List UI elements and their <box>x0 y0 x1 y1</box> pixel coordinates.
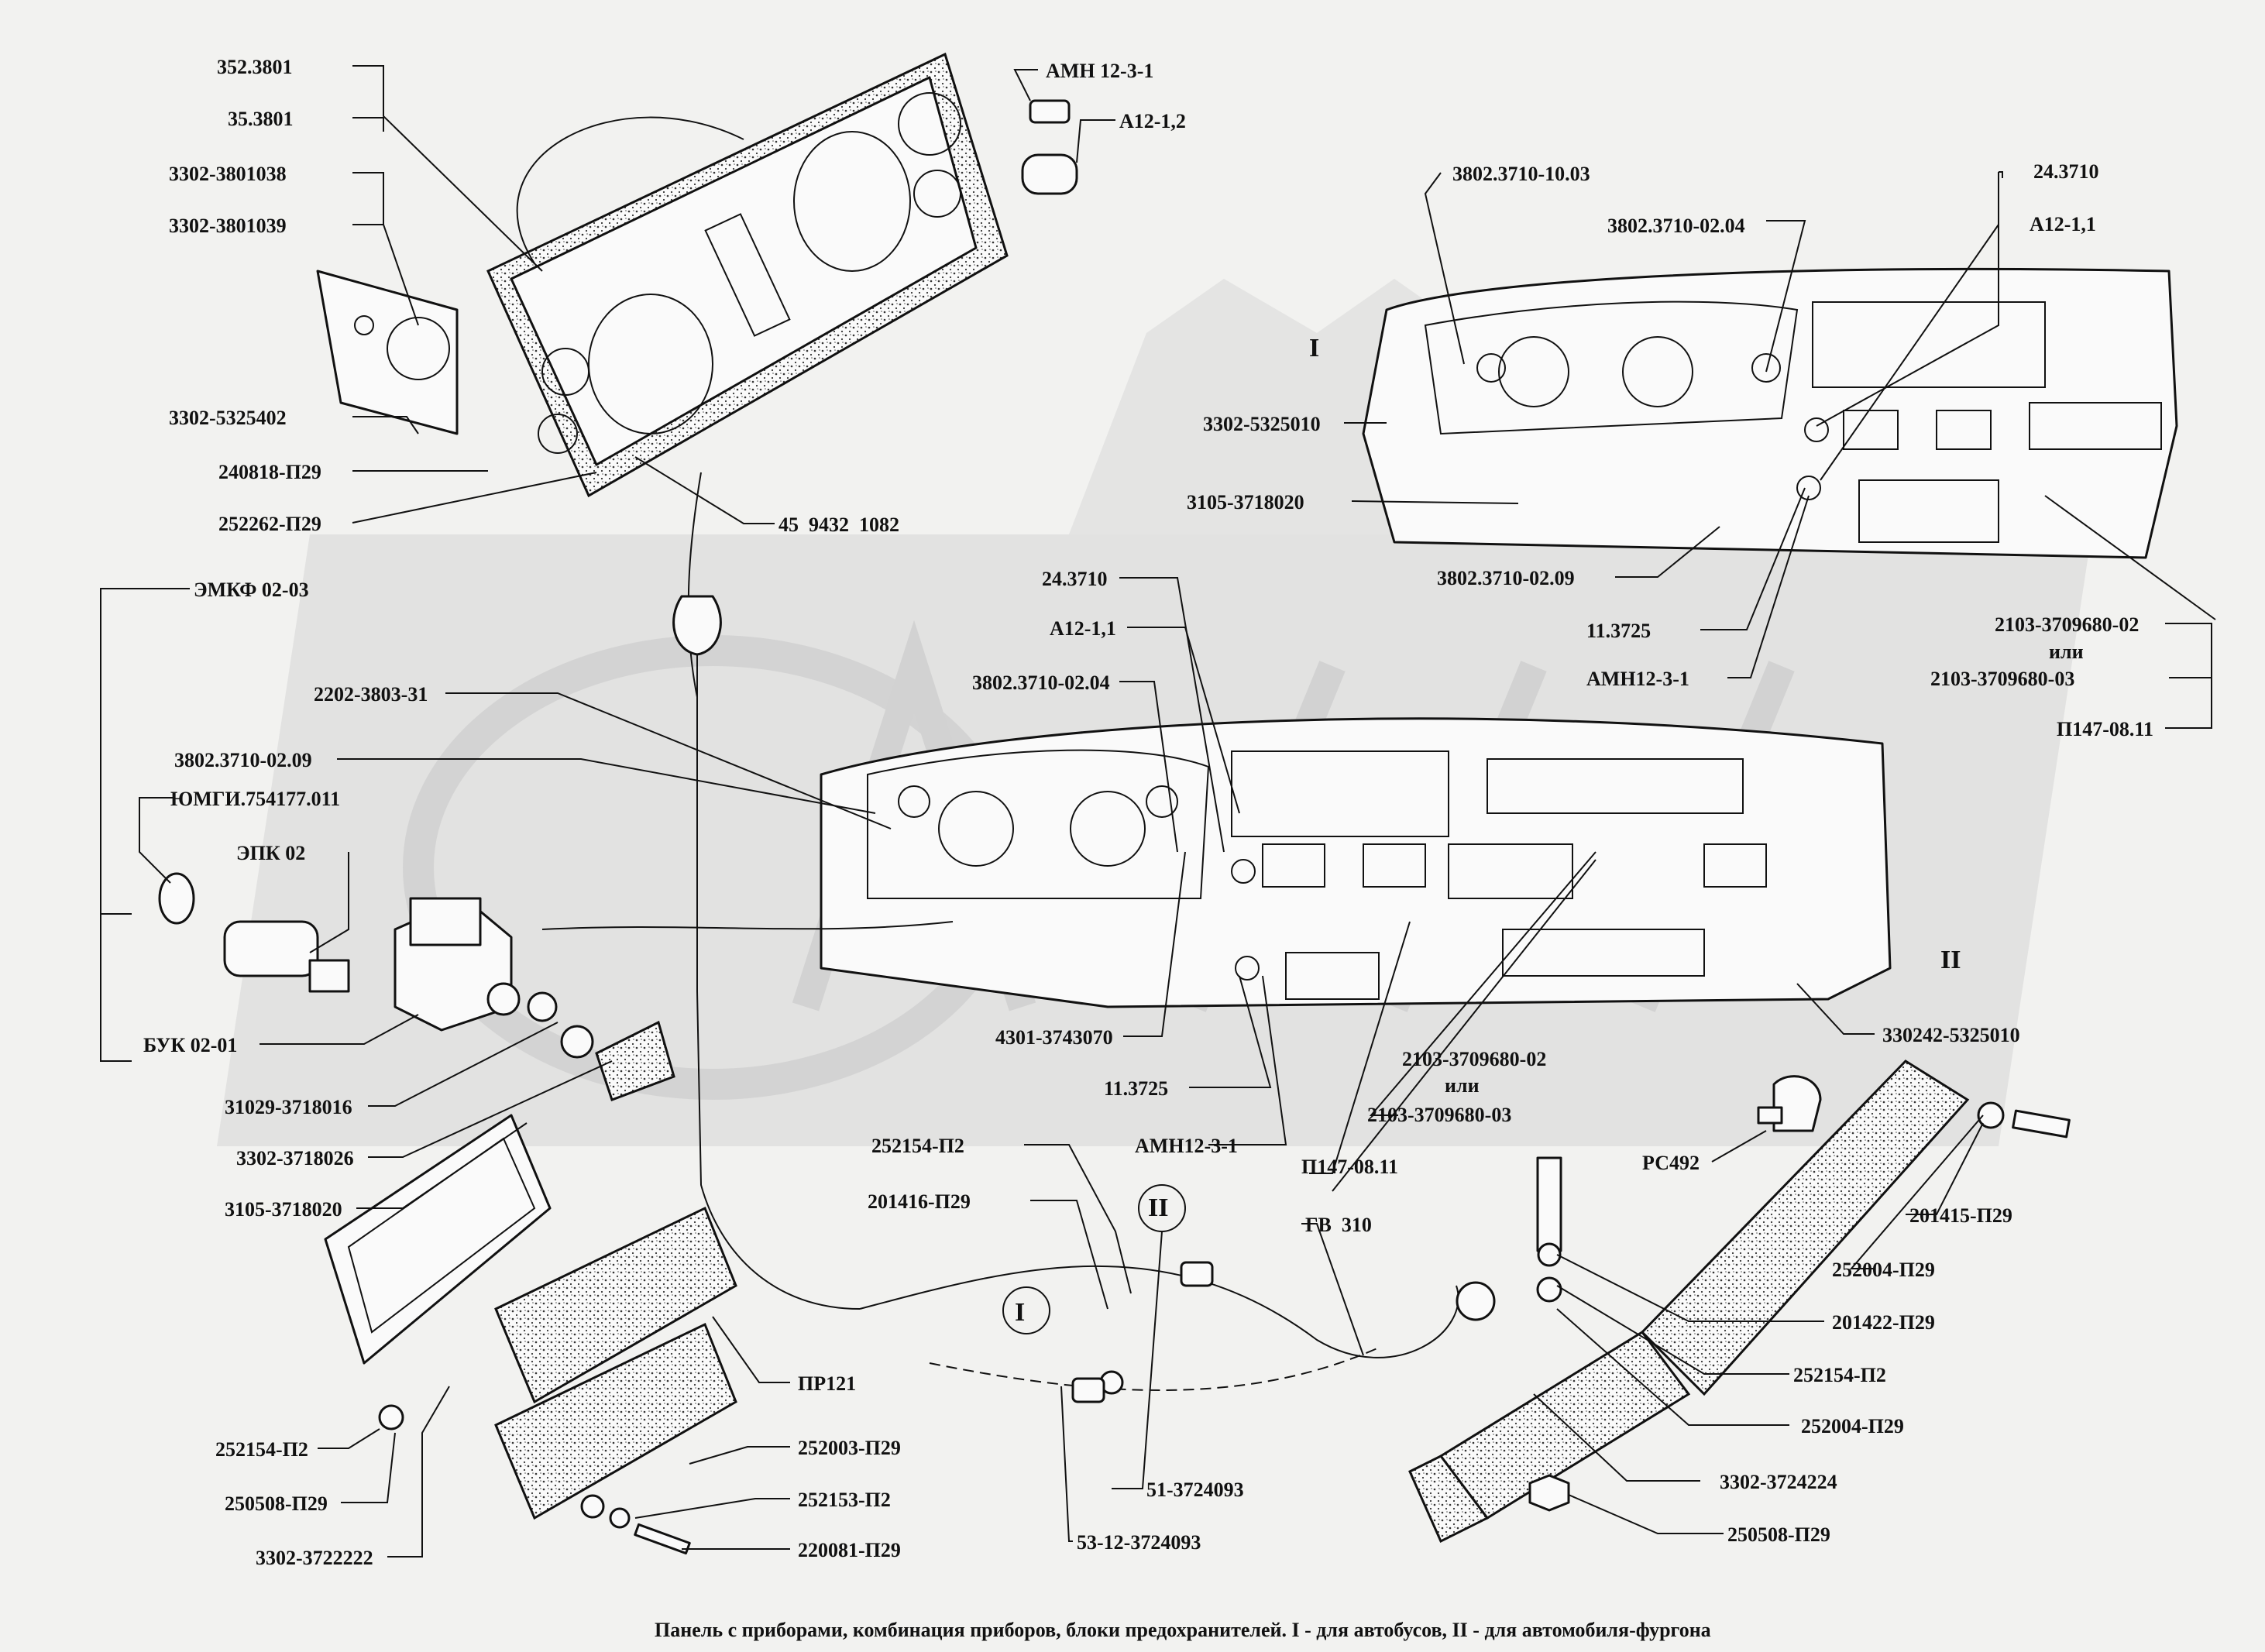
label-252154-p2-mid: 252154-П2 <box>871 1135 964 1157</box>
label-3302-3801038: 3302-3801038 <box>169 163 287 185</box>
label-epk-02: ЭПК 02 <box>236 842 305 864</box>
label-35-3801: 35.3801 <box>228 108 294 130</box>
label-p147-top: П147-08.11 <box>2057 718 2153 740</box>
label-4301-3743070: 4301-3743070 <box>995 1026 1113 1049</box>
label-3302-3724224: 3302-3724224 <box>1720 1471 1837 1493</box>
label-amh-12-3-1-top: АМН 12-3-1 <box>1046 60 1153 82</box>
fuse-blocks-pr121 <box>378 1206 737 1555</box>
label-45-9432-1082: 45 9432 1082 <box>778 513 899 536</box>
label-3105-3718020-left: 3105-3718020 <box>225 1198 342 1221</box>
label-3802-3710-02-09-top: 3802.3710-02.09 <box>1437 567 1575 589</box>
sensor-rc492 <box>1757 1075 1822 1132</box>
dashboard-bus-I: I <box>1309 267 2178 559</box>
label-a12-1-1-mid: А12-1,1 <box>1050 617 1116 640</box>
label-ili-mid: или <box>1445 1074 1480 1097</box>
label-31029-3718016: 31029-3718016 <box>225 1096 352 1118</box>
label-330242-5325010: 330242-5325010 <box>1882 1024 2020 1046</box>
label-11-3725-top: 11.3725 <box>1586 620 1651 642</box>
label-250508-p29-left: 250508-П29 <box>225 1492 328 1515</box>
label-yumgi: ЮМГИ.754177.011 <box>170 788 340 810</box>
label-buk-02-01: БУК 02-01 <box>143 1034 237 1056</box>
label-2103-02-mid: 2103-3709680-02 <box>1402 1048 1546 1070</box>
pedal-bracket <box>1408 1060 2071 1544</box>
label-201416-p29: 201416-П29 <box>868 1190 971 1213</box>
label-gv-310: ГВ 310 <box>1305 1214 1372 1236</box>
label-220081-p29: 220081-П29 <box>798 1539 901 1561</box>
label-352-3801: 352.3801 <box>217 56 293 78</box>
label-24-3710-mid: 24.3710 <box>1042 568 1108 590</box>
label-p147-mid: П147-08.11 <box>1301 1156 1398 1178</box>
label-51-3724093: 51-3724093 <box>1146 1479 1244 1501</box>
speedometer-cable: II I <box>541 921 1496 1403</box>
label-252262-p29: 252262-П29 <box>218 513 321 535</box>
leader-lines <box>100 65 2216 1558</box>
cable-variant-II: II <box>1148 1193 1168 1222</box>
label-2202-3803-31: 2202-3803-31 <box>314 683 428 706</box>
label-2103-03-top: 2103-3709680-03 <box>1930 668 2074 690</box>
label-3302-5325402: 3302-5325402 <box>169 407 287 429</box>
label-a12-1-1-top: А12-1,1 <box>2030 213 2096 235</box>
label-pr121: ПР121 <box>798 1372 856 1395</box>
label-240818-p29: 240818-П29 <box>218 461 321 483</box>
label-amh12-3-1-top: АМН12-3-1 <box>1586 668 1689 690</box>
label-3302-3801039: 3302-3801039 <box>169 215 287 237</box>
control-unit-buk <box>394 897 675 1101</box>
label-252154-p2-left: 252154-П2 <box>215 1438 308 1461</box>
label-rc492: РС492 <box>1642 1152 1700 1174</box>
label-11-3725-mid: 11.3725 <box>1104 1077 1168 1100</box>
label-3302-5325010: 3302-5325010 <box>1203 413 1321 435</box>
label-amh12-3-1-mid: АМН12-3-1 <box>1135 1135 1238 1157</box>
label-252153-p2: 252153-П2 <box>798 1489 891 1511</box>
label-emkf-02-03: ЭМКФ 02-03 <box>194 579 309 601</box>
label-3802-3710-10-03: 3802.3710-10.03 <box>1452 163 1590 185</box>
variant-I-label: I <box>1309 334 1319 362</box>
label-201415-p29: 201415-П29 <box>1909 1204 2012 1227</box>
label-24-3710-top: 24.3710 <box>2033 160 2099 183</box>
label-252154-p2-right: 252154-П2 <box>1793 1364 1886 1386</box>
label-3302-3722222: 3302-3722222 <box>256 1547 373 1569</box>
dashboard-van-II: II <box>820 717 1961 1008</box>
label-252003-p29: 252003-П29 <box>798 1437 901 1459</box>
label-3302-3718026: 3302-3718026 <box>236 1147 354 1169</box>
cable-variant-I: I <box>1015 1298 1025 1327</box>
label-a12-1-2: А12-1,2 <box>1119 110 1186 132</box>
variant-II-label: II <box>1940 946 1961 974</box>
sensor-epk <box>158 872 350 993</box>
part-labels: 352.3801 35.3801 3302-3801038 3302-38010… <box>143 56 2153 1641</box>
label-250508-p29-right: 250508-П29 <box>1727 1523 1830 1546</box>
label-201422-p29: 201422-П29 <box>1832 1311 1935 1334</box>
label-ili-top: или <box>2049 641 2084 663</box>
diagram-caption: Панель с приборами, комбинация приборов,… <box>655 1619 1711 1641</box>
label-2103-03-mid: 2103-3709680-03 <box>1367 1104 1511 1126</box>
instrument-cluster <box>316 52 1009 1310</box>
label-53-12-3724093: 53-12-3724093 <box>1077 1531 1201 1554</box>
label-3802-3710-02-09-left: 3802.3710-02.09 <box>174 749 312 771</box>
label-252004-p29-b: 252004-П29 <box>1801 1415 1904 1437</box>
bulb-amh <box>1021 99 1078 195</box>
label-3802-3710-02-04-mid: 3802.3710-02.04 <box>972 671 1110 694</box>
label-2103-02-top: 2103-3709680-02 <box>1995 613 2139 636</box>
label-252004-p29-a: 252004-П29 <box>1832 1259 1935 1281</box>
label-3802-3710-02-04-top: 3802.3710-02.04 <box>1607 215 1745 237</box>
label-3105-3718020-top: 3105-3718020 <box>1187 491 1304 513</box>
